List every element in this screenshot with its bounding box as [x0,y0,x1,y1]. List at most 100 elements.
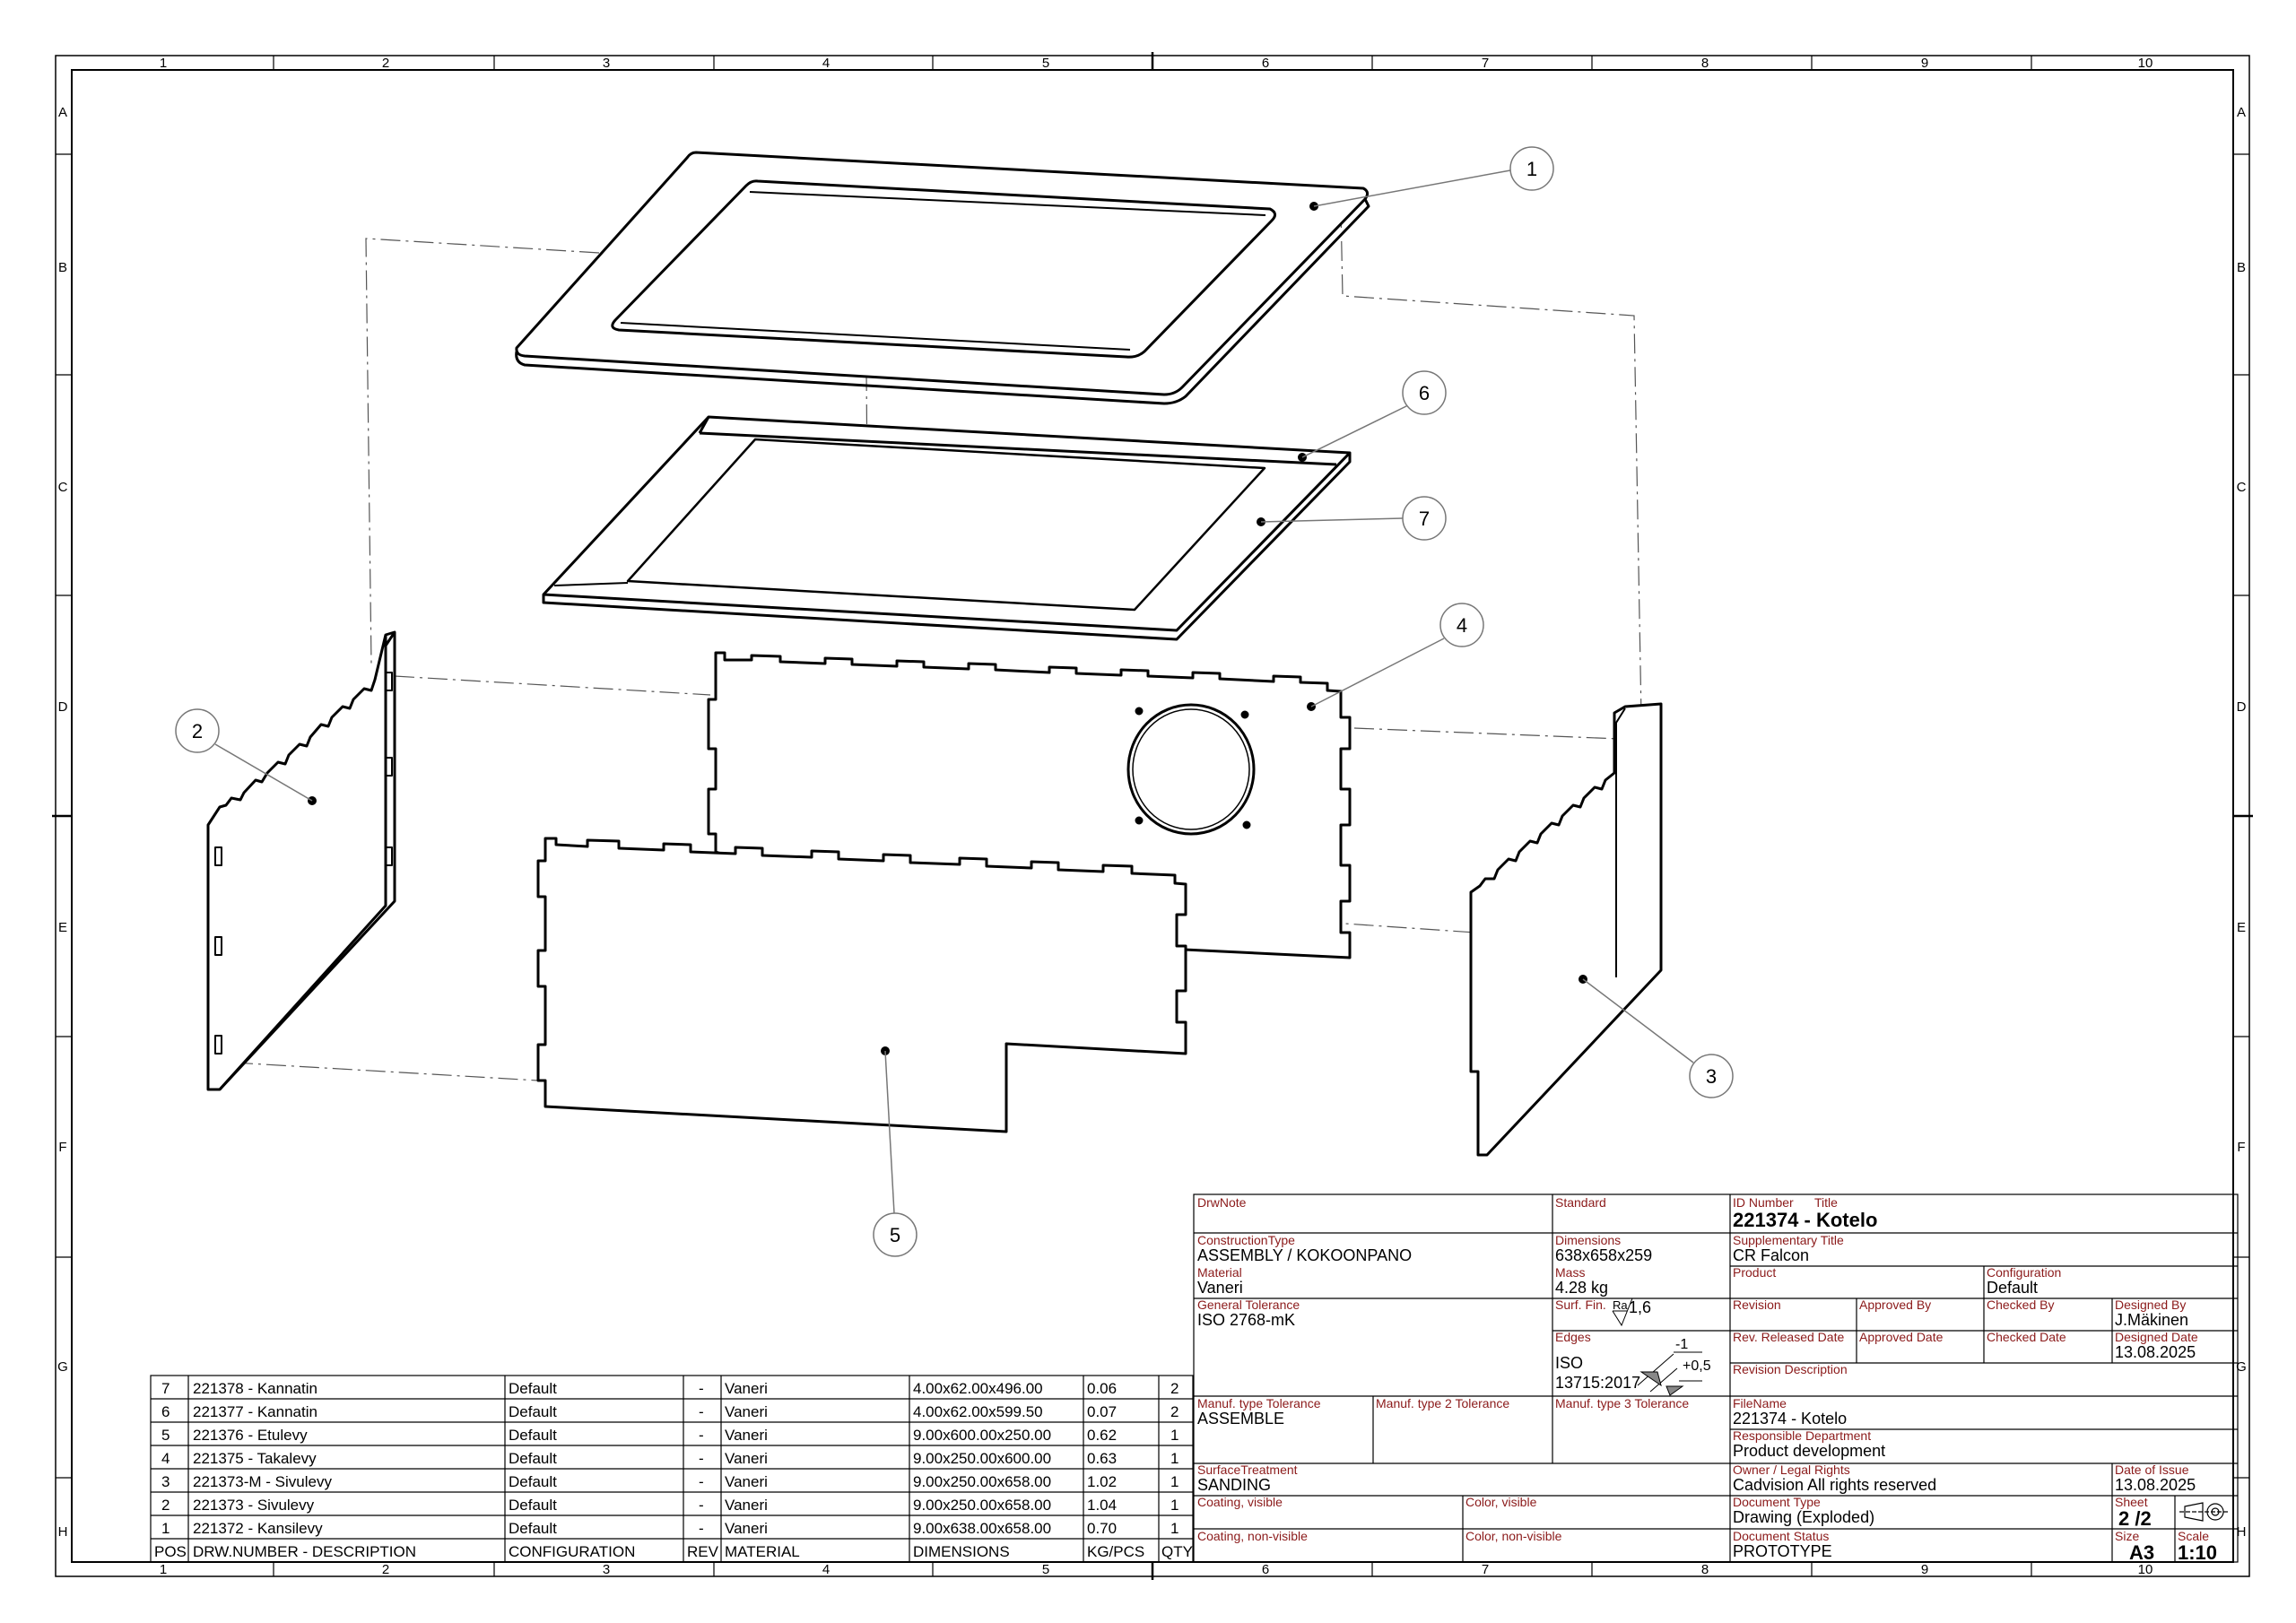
zone-row-d-right: D [2237,699,2247,715]
zone-col-1-bottom: 1 [160,1562,167,1577]
zone-column-labels-top: 1 2 3 4 5 6 7 8 9 10 [160,56,2153,71]
zone-ticks [52,52,2253,1580]
zone-row-e: E [58,920,67,935]
date-of-issue-value: 13.08.2025 [2115,1476,2196,1494]
zone-row-e-right: E [2237,920,2246,935]
size-value: A3 [2129,1541,2154,1564]
scale-value: 1:10 [2178,1541,2217,1564]
designed-date-value: 13.08.2025 [2115,1343,2196,1361]
bom-cell: 221376 - Etulevy [193,1427,308,1444]
bom-row-1: 1 221372 - Kansilevy Default - Vaneri 9.… [161,1520,1178,1537]
bom-cell: Default [509,1497,557,1514]
bom-cell: Default [509,1380,557,1397]
mass-value: 4.28 kg [1555,1279,1608,1297]
bom-cell: Default [509,1473,557,1490]
balloon-7-label: 7 [1419,508,1430,530]
approved-date-label: Approved Date [1859,1330,1944,1344]
zone-row-c: C [58,480,68,495]
configuration-label: Configuration [1987,1265,2061,1280]
sheet-value: 2 /2 [2118,1507,2152,1530]
bom-cell: 3 [161,1473,170,1490]
zone-col-5-bottom: 5 [1042,1562,1049,1577]
bom-cell: 6 [161,1403,170,1420]
bom-cell: 1 [1170,1473,1178,1490]
bom-row-3: 3 221373-M - Sivulevy Default - Vaneri 9… [161,1473,1178,1490]
zone-row-h: H [58,1524,68,1540]
balloon-2: 2 [175,708,220,753]
bom-cell: - [699,1427,704,1444]
bom-cell: 9.00x250.00x600.00 [913,1450,1051,1467]
balloon-3: 3 [1689,1054,1734,1098]
zone-row-g: G [57,1359,68,1375]
title-block-grid [1193,1193,2239,1563]
bom-cell: 1 [1170,1520,1178,1537]
balloon-4: 4 [1439,603,1484,647]
bom-cell: Vaneri [725,1403,768,1420]
bom-cell: Default [509,1520,557,1537]
zone-col-7-bottom: 7 [1482,1562,1489,1577]
zone-col-2-bottom: 2 [382,1562,389,1577]
material-label: Material [1197,1265,1242,1280]
balloon-1-label: 1 [1526,158,1537,180]
zone-col-4-bottom: 4 [822,1562,830,1577]
standard-label: Standard [1555,1195,1606,1210]
bom-cell: 221375 - Takalevy [193,1450,317,1467]
bom-cell: 0.63 [1087,1450,1117,1467]
bom-cell: 5 [161,1427,170,1444]
bom-cell: - [699,1497,704,1514]
part-2-left-side-panel [206,630,396,1091]
bom-cell: - [699,1473,704,1490]
rev-released-date-label: Rev. Released Date [1733,1330,1844,1344]
bom-cell: 9.00x250.00x658.00 [913,1497,1051,1514]
bom-cell: 221377 - Kannatin [193,1403,317,1420]
part-1-top-frame [515,151,1370,405]
bom-cell: 0.06 [1087,1380,1117,1397]
drwnote-label: DrwNote [1197,1195,1247,1210]
zone-row-b-right: B [2237,260,2246,275]
supp-title-value: CR Falcon [1733,1246,1809,1264]
manuf1-value: ASSEMBLE [1197,1410,1284,1428]
edges-label: Edges [1555,1330,1591,1344]
color-nonvisible-label: Color, non-visible [1465,1529,1562,1543]
zone-row-f-right: F [2237,1140,2245,1155]
bom-cell: Default [509,1427,557,1444]
bom-cell: 2 [161,1497,170,1514]
edges-value-2: 13715:2017 [1555,1374,1640,1392]
zone-row-d: D [58,699,68,715]
bom-cell: Vaneri [725,1497,768,1514]
product-label: Product [1733,1265,1776,1280]
balloon-6: 6 [1402,370,1447,415]
projection-symbol-icon [2179,1502,2228,1522]
manuf1-label: Manuf. type Tolerance [1197,1396,1321,1410]
bom-cell: 0.70 [1087,1520,1117,1537]
mass-label: Mass [1555,1265,1585,1280]
bom-header-material: MATERIAL [725,1543,800,1560]
balloon-7: 7 [1402,496,1447,541]
edges-tol-minus: -1 [1675,1337,1688,1352]
zone-row-f: F [58,1140,66,1155]
zone-row-h-right: H [2237,1524,2247,1540]
construction-type-label: ConstructionType [1197,1233,1295,1247]
balloon-5: 5 [873,1212,918,1257]
document-type-value: Drawing (Exploded) [1733,1508,1874,1526]
surface-treatment-label: SurfaceTreatment [1197,1462,1298,1477]
bom-cell: 4.00x62.00x599.50 [913,1403,1043,1420]
bom-cell: 0.07 [1087,1403,1117,1420]
zone-col-7: 7 [1482,56,1489,71]
coating-nonvisible-label: Coating, non-visible [1197,1529,1308,1543]
part-5-front-panel [536,837,1187,1133]
bom-header-dimensions: DIMENSIONS [913,1543,1010,1560]
bom-cell: - [699,1403,704,1420]
bom-row-2: 2 221373 - Sivulevy Default - Vaneri 9.0… [161,1497,1178,1514]
revision-description-label: Revision Description [1733,1362,1848,1376]
bom-cell: 221373 - Sivulevy [193,1497,315,1514]
surface-finish-icon [1612,1298,1633,1327]
bom-cell: 221372 - Kansilevy [193,1520,323,1537]
scale-label: Scale [2178,1529,2209,1543]
responsible-dept-label: Responsible Department [1733,1428,1871,1443]
bom-cell: - [699,1450,704,1467]
bom-cell: 4.00x62.00x496.00 [913,1380,1043,1397]
bom-header-row: POS DRW.NUMBER - DESCRIPTION CONFIGURATI… [154,1543,1193,1560]
zone-col-10-bottom: 10 [2138,1562,2153,1577]
